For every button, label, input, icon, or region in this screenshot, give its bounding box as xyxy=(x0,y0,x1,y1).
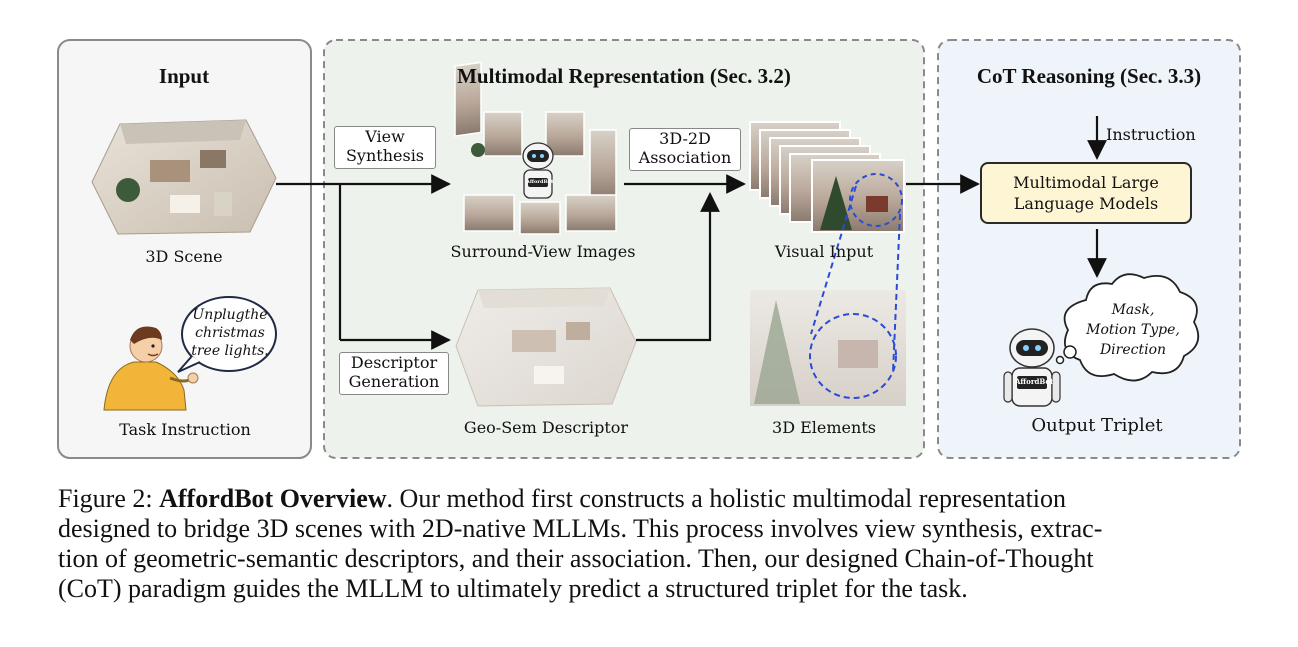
elements-3d-image xyxy=(750,290,906,406)
thought-line-1: Mask, xyxy=(1111,302,1155,318)
speech-line-3: tree lights. xyxy=(191,343,269,359)
elements-3d-label: 3D Elements xyxy=(772,418,876,437)
speech-line-2: christmas xyxy=(195,325,265,341)
surround-view-label: Surround-View Images xyxy=(450,242,636,261)
caption-line-4: (CoT) paradigm guides the MLLM to ultima… xyxy=(58,574,968,603)
robot-large-icon xyxy=(1003,328,1061,407)
caption-bold-title: AffordBot Overview xyxy=(159,484,387,513)
multimodal-panel-title: Multimodal Representation (Sec. 3.2) xyxy=(457,64,791,88)
geo-sem-label: Geo-Sem Descriptor xyxy=(463,418,629,437)
association-box: 3D-2D Association xyxy=(629,128,741,171)
thought-line-3: Direction xyxy=(1099,342,1167,358)
instruction-label: Instruction xyxy=(1106,125,1196,144)
speech-line-1: Unplugthe xyxy=(192,307,268,323)
view-synthesis-line-1: View xyxy=(365,127,405,146)
mllm-line-2: Language Models xyxy=(1013,194,1159,213)
speech-text: Unplugthe christmas tree lights. xyxy=(182,306,278,360)
descriptor-generation-box: Descriptor Generation xyxy=(339,352,449,395)
input-panel-title: Input xyxy=(158,64,210,88)
visual-input-stack xyxy=(749,121,905,233)
association-line-1: 3D-2D xyxy=(659,129,711,148)
visual-input-label: Visual Input xyxy=(774,242,874,261)
diagram-canvas xyxy=(57,39,1241,459)
thought-text: Mask, Motion Type, Direction xyxy=(1068,300,1198,360)
thought-line-2: Motion Type, xyxy=(1086,322,1180,338)
scene-3d-image xyxy=(91,119,277,235)
geo-sem-descriptor-image xyxy=(455,287,637,407)
caption-line-2: designed to bridge 3D scenes with 2D-nat… xyxy=(58,514,1103,543)
association-line-2: Association xyxy=(638,148,732,167)
caption-line-1-rest: . Our method first constructs a holistic… xyxy=(386,484,1067,513)
boy-illustration xyxy=(103,326,199,411)
scene-3d-label: 3D Scene xyxy=(145,247,223,266)
figure-caption: Figure 2: AffordBot Overview. Our method… xyxy=(58,484,1248,604)
zoom-line-right xyxy=(892,213,901,373)
view-synthesis-line-2: Synthesis xyxy=(345,146,425,165)
zoom-line-left xyxy=(810,185,857,335)
descriptor-generation-line-2: Generation xyxy=(348,372,440,391)
caption-prefix: Figure 2: xyxy=(58,484,160,513)
robot-small-badge: AffordBot xyxy=(526,179,554,185)
connector-geo-sem-up xyxy=(636,192,720,342)
mllm-box: Multimodal Large Language Models xyxy=(980,162,1192,224)
cot-panel-title: CoT Reasoning (Sec. 3.3) xyxy=(976,64,1202,88)
surround-view-images xyxy=(454,61,617,235)
caption-line-1: Figure 2: AffordBot Overview. Our method… xyxy=(58,484,1248,514)
output-triplet-label: Output Triplet xyxy=(1031,415,1163,436)
mllm-line-1: Multimodal Large xyxy=(1013,173,1159,192)
view-synthesis-box: View Synthesis xyxy=(334,126,436,169)
robot-large-badge: AffordBot xyxy=(1015,377,1054,386)
descriptor-generation-line-1: Descriptor xyxy=(350,353,438,372)
cot-panel xyxy=(937,39,1241,459)
robot-small-icon xyxy=(522,142,554,199)
caption-line-3: tion of geometric-semantic descriptors, … xyxy=(58,544,1094,573)
task-instruction-label: Task Instruction xyxy=(119,420,251,439)
speech-bubble xyxy=(177,296,277,373)
thought-cloud xyxy=(1055,273,1200,382)
